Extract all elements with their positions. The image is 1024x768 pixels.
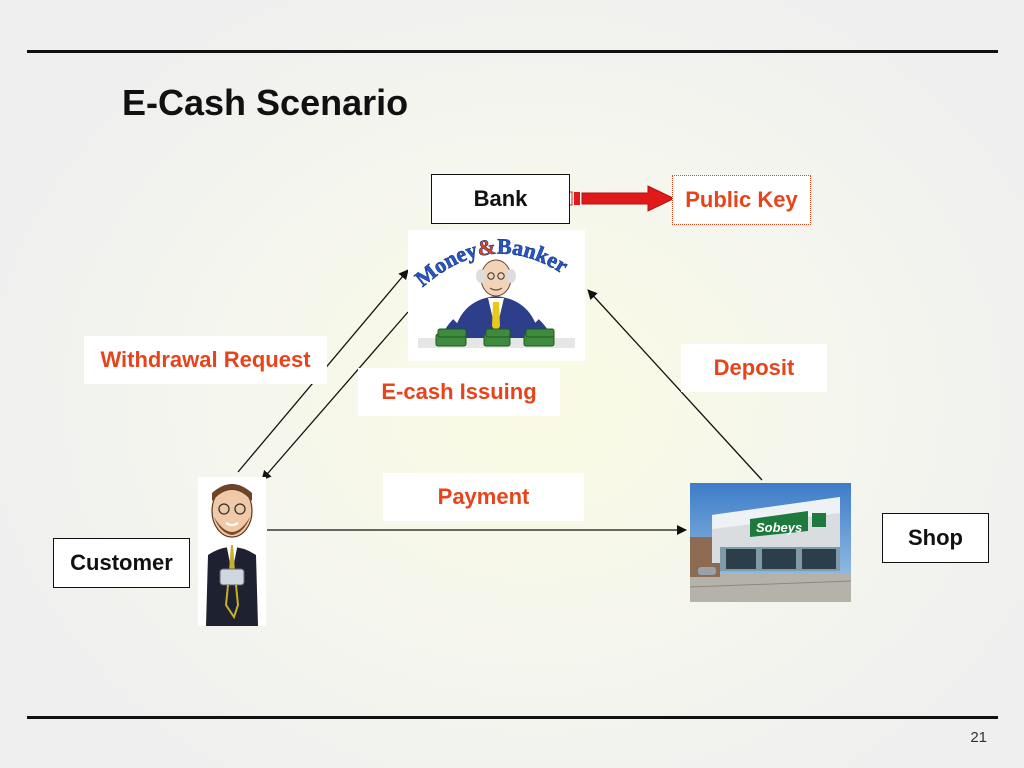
public-key-label: Public Key — [672, 175, 811, 225]
withdrawal-request-label: Withdrawal Request — [84, 336, 327, 384]
bank-box: Bank — [431, 174, 570, 224]
shop-box: Shop — [882, 513, 989, 563]
banker-logo-text-2: & — [476, 234, 498, 261]
deposit-arrow — [587, 289, 763, 481]
store-sign-text: Sobeys — [756, 520, 802, 535]
slide-title: E-Cash Scenario — [122, 82, 409, 123]
customer-cartoon-icon — [198, 477, 266, 626]
top-rule — [27, 50, 998, 53]
customer-box: Customer — [53, 538, 190, 588]
deposit-label: Deposit — [681, 344, 827, 392]
page-number: 21 — [970, 729, 987, 746]
bottom-rule — [27, 716, 998, 719]
banker-cartoon-icon: Money&Banker — [408, 230, 585, 361]
thick-red-arrow-icon — [567, 185, 676, 212]
ecash-issuing-label: E-cash Issuing — [358, 368, 560, 416]
payment-label: Payment — [383, 473, 584, 521]
storefront-photo-icon: Sobeys — [690, 483, 851, 602]
issuing-arrow — [261, 311, 409, 481]
banker-logo-text-1: Money — [410, 237, 480, 291]
